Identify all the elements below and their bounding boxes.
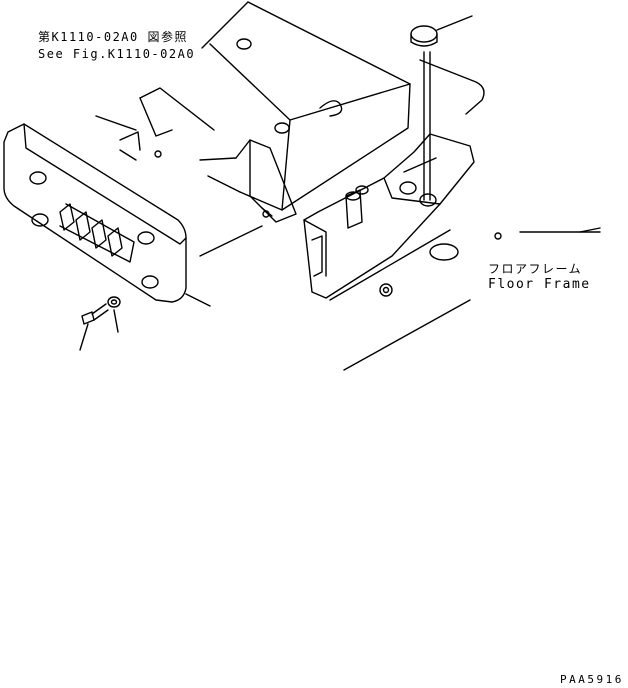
reference-label-jp: 第K1110-02A0 図参照 [38,30,188,44]
cover-box [119,1,411,257]
floor-frame-label-jp: フロアフレーム [488,262,583,276]
drawing-number: PAA5916 [560,673,624,686]
leader-lines [95,115,211,307]
reference-label-en: See Fig.K1110-02A0 [38,47,196,61]
floor-frame [201,1,601,371]
cap-plug [410,15,473,201]
bolt [79,303,109,351]
washer [107,296,121,333]
grille-cover [3,123,187,303]
floor-frame-label-en: Floor Frame [488,277,591,292]
mounting-bracket [303,133,475,299]
